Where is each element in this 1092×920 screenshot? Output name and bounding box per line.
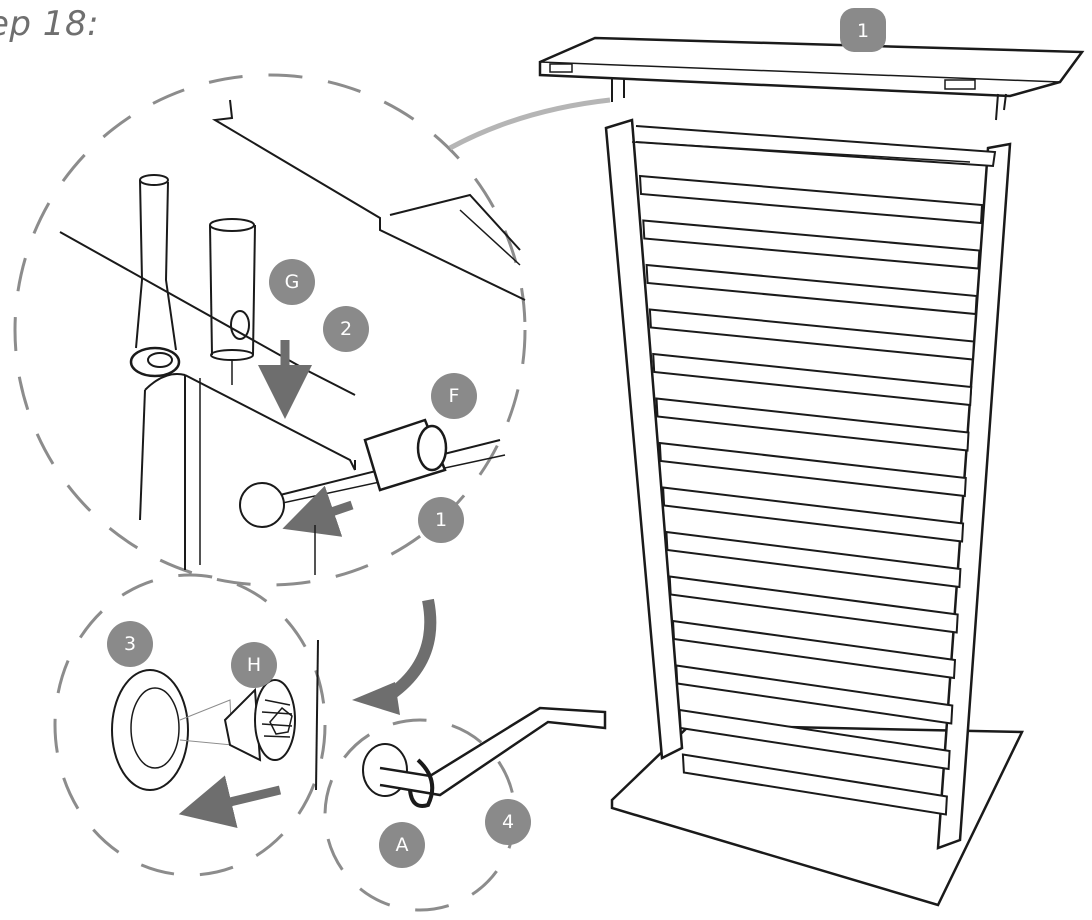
- step-title: ep 18:: [0, 4, 100, 44]
- badge-2: 2: [323, 306, 369, 352]
- svg-text:F: F: [449, 385, 460, 407]
- svg-text:1: 1: [435, 509, 447, 531]
- stand-slat: [642, 219, 981, 270]
- svg-text:A: A: [396, 834, 409, 856]
- detail-circle-cap: [53, 573, 327, 877]
- badge-f: F: [431, 373, 477, 419]
- stand-slat: [678, 708, 951, 771]
- badge-h: H: [231, 642, 277, 688]
- svg-text:4: 4: [502, 811, 514, 833]
- svg-text:1: 1: [857, 20, 869, 42]
- detail-circle-pin-assembly: [13, 73, 611, 587]
- curved-arrow: [352, 682, 400, 715]
- stand-slat: [648, 308, 975, 361]
- badge-4: 4: [485, 799, 531, 845]
- stand-slat: [675, 664, 954, 725]
- stand-slat: [645, 263, 978, 316]
- stand-slat: [662, 486, 965, 543]
- stand-slat: [655, 397, 970, 452]
- badge-1: 1: [418, 497, 464, 543]
- stand-slat: [668, 575, 959, 634]
- stand-slat: [671, 619, 957, 680]
- svg-text:H: H: [247, 654, 261, 676]
- detail-circle-wrench: [323, 706, 607, 912]
- stand-illustration: [538, 36, 1085, 907]
- svg-text:3: 3: [124, 633, 136, 655]
- stand-slat: [681, 753, 948, 816]
- badge-top-1: 1: [840, 8, 886, 52]
- svg-text:G: G: [285, 271, 300, 293]
- stand-slat: [665, 530, 962, 589]
- badge-g: G: [269, 259, 315, 305]
- stand-slat: [652, 352, 973, 407]
- stand-slat: [638, 174, 984, 225]
- stand-slat: [658, 441, 967, 498]
- stand-slats: [638, 174, 984, 816]
- svg-text:2: 2: [340, 318, 352, 340]
- badge-3: 3: [107, 621, 153, 667]
- badge-a: A: [379, 822, 425, 868]
